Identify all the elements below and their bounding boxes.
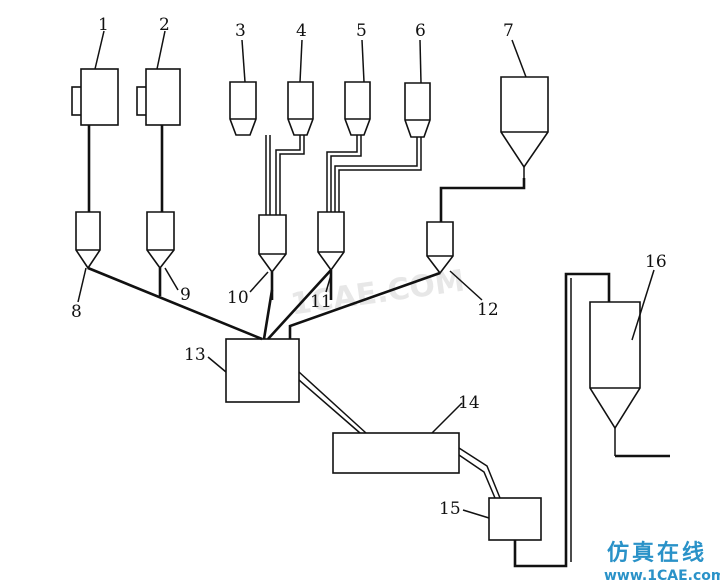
hopper-9 xyxy=(146,211,175,270)
hopper-12 xyxy=(426,221,454,275)
unit-1-feeder xyxy=(71,68,119,126)
watermark-site: www.1CAE.com xyxy=(604,568,720,584)
label-3: 3 xyxy=(235,21,246,41)
label-9: 9 xyxy=(180,285,191,305)
label-5: 5 xyxy=(356,21,367,41)
label-15: 15 xyxy=(439,499,461,519)
flow-pipes xyxy=(87,125,670,568)
label-2: 2 xyxy=(159,15,170,35)
hopper-10 xyxy=(258,214,287,274)
unit-14-box xyxy=(332,432,460,474)
label-12: 12 xyxy=(477,300,499,320)
label-7: 7 xyxy=(503,21,514,41)
unit-2-feeder xyxy=(136,68,181,126)
label-8: 8 xyxy=(71,302,82,322)
label-10: 10 xyxy=(227,288,249,308)
label-11: 11 xyxy=(310,292,332,312)
label-6: 6 xyxy=(415,21,426,41)
unit-5-bin xyxy=(344,81,371,136)
label-13: 13 xyxy=(184,345,206,365)
hopper-11 xyxy=(317,211,345,272)
unit-6-bin xyxy=(404,82,431,138)
unit-16-silo xyxy=(589,301,641,456)
unit-15-box xyxy=(488,497,542,541)
label-1: 1 xyxy=(98,15,109,35)
label-16: 16 xyxy=(645,252,667,272)
label-14: 14 xyxy=(458,393,480,413)
unit-7-silo xyxy=(500,76,549,178)
unit-13-mixer xyxy=(225,338,300,403)
watermark-title: 仿真在线 xyxy=(607,540,707,566)
unit-4-bin xyxy=(287,81,314,136)
hopper-8 xyxy=(75,211,101,270)
label-4: 4 xyxy=(296,21,307,41)
label-leaders xyxy=(77,30,655,519)
unit-3-bin xyxy=(229,81,257,136)
